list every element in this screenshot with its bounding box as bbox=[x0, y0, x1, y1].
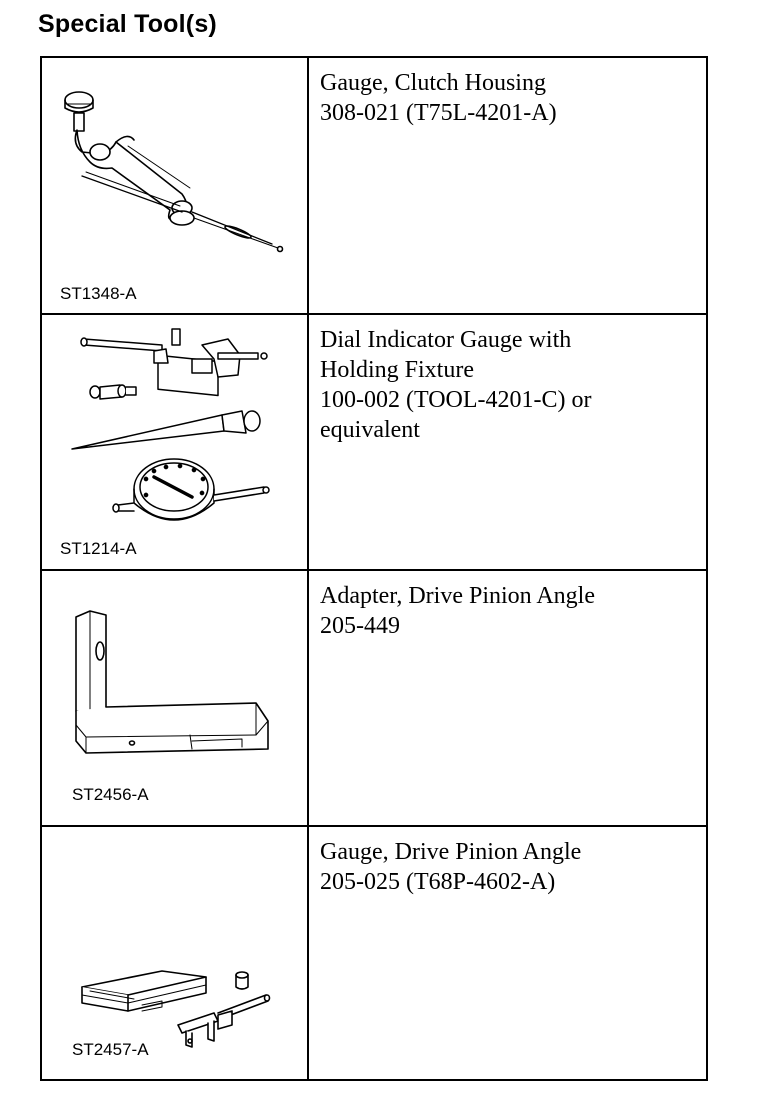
pinion-angle-gauge-icon bbox=[42, 827, 307, 1077]
tool-description: Dial Indicator Gauge with Holding Fixtur… bbox=[320, 325, 698, 445]
special-tools-table: ST1348-A Gauge, Clutch Housing 308-021 (… bbox=[40, 56, 708, 1081]
table-row: ST2457-A Gauge, Drive Pinion Angle 205-0… bbox=[42, 827, 706, 1079]
tool-description: Adapter, Drive Pinion Angle 205-449 bbox=[320, 581, 698, 641]
tool-part-number: 100-002 (TOOL-4201-C) or bbox=[320, 387, 592, 413]
table-row: ST1348-A Gauge, Clutch Housing 308-021 (… bbox=[42, 58, 706, 315]
page-title: Special Tool(s) bbox=[38, 10, 217, 38]
tool-name: Gauge, Clutch Housing bbox=[320, 70, 546, 96]
tool-part-number: 308-021 (T75L-4201-A) bbox=[320, 100, 557, 126]
tool-code: ST1348-A bbox=[60, 284, 137, 303]
tool-name: Adapter, Drive Pinion Angle bbox=[320, 583, 595, 609]
tool-description: Gauge, Clutch Housing 308-021 (T75L-4201… bbox=[320, 68, 698, 128]
pinion-angle-adapter-icon bbox=[42, 571, 307, 825]
tool-part-number: 205-025 (T68P-4602-A) bbox=[320, 869, 556, 895]
table-row: ST2456-A Adapter, Drive Pinion Angle 205… bbox=[42, 571, 706, 827]
tool-code: ST2457-A bbox=[72, 1040, 149, 1059]
tool-name-continued: Holding Fixture bbox=[320, 357, 474, 383]
tool-description: Gauge, Drive Pinion Angle 205-025 (T68P-… bbox=[320, 837, 698, 897]
tool-code: ST2456-A bbox=[72, 785, 149, 804]
table-row: ST1214-A Dial Indicator Gauge with Holdi… bbox=[42, 315, 706, 571]
tool-part-number: 205-449 bbox=[320, 613, 400, 639]
tool-code: ST1214-A bbox=[60, 539, 137, 558]
tool-name: Gauge, Drive Pinion Angle bbox=[320, 839, 582, 865]
tool-note: equivalent bbox=[320, 417, 420, 443]
tool-image-cell: ST1348-A bbox=[42, 58, 309, 313]
tool-image-cell: ST2456-A bbox=[42, 571, 309, 825]
tool-image-cell: ST2457-A bbox=[42, 827, 309, 1079]
tool-image-cell: ST1214-A bbox=[42, 315, 309, 569]
tool-name: Dial Indicator Gauge with bbox=[320, 327, 572, 353]
dial-indicator-gauge-icon bbox=[42, 315, 307, 569]
clutch-housing-gauge-icon bbox=[42, 58, 307, 313]
